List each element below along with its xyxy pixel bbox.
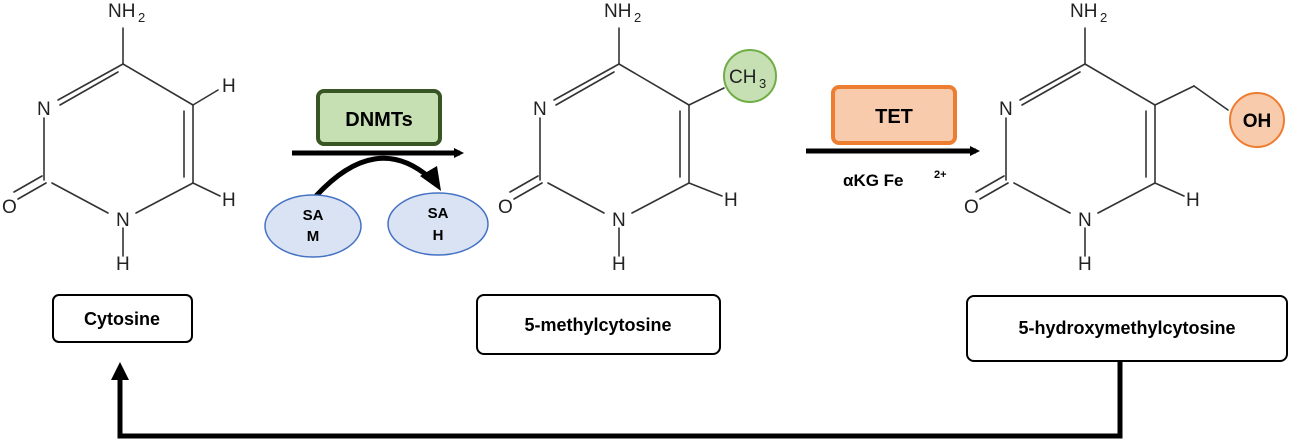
sam-ellipse <box>264 194 362 258</box>
ring-nh-nitrogen-label: N <box>1078 210 1092 231</box>
tet-enzyme-box <box>831 85 957 145</box>
methylcytosine-name: 5-methylcytosine <box>524 315 671 335</box>
cytosine-name: Cytosine <box>84 309 160 329</box>
ring-nh-nitrogen-label: N <box>612 210 626 231</box>
carbonyl-oxygen-label: O <box>964 197 979 218</box>
ring-nh-hydrogen-label: H <box>612 254 626 275</box>
return-arrowhead <box>111 362 129 380</box>
amine-label: NH <box>604 1 631 22</box>
ring-nh-hydrogen-label: H <box>1078 254 1092 275</box>
akg-fe-label: αKG Fe <box>843 171 904 190</box>
methyl-group: CH 3 <box>723 49 777 103</box>
ring-nh-nitrogen-label: N <box>116 210 130 231</box>
cytosine-name-box: Cytosine <box>52 294 193 343</box>
amine-subscript: 2 <box>634 10 641 25</box>
sah-label-line1: SA <box>428 205 449 222</box>
amine-label: NH <box>108 1 135 22</box>
amine-subscript: 2 <box>138 10 145 25</box>
amine-subscript: 2 <box>1100 10 1107 25</box>
demethylation-return-arrow <box>117 361 1123 439</box>
methylcytosine-structure: NH 2 N O N H H <box>498 1 738 275</box>
carbonyl-oxygen-label: O <box>2 197 17 218</box>
sah-label-line2: H <box>433 227 444 244</box>
hydroxyl-label: OH <box>1243 111 1272 132</box>
c6-hydrogen-label: H <box>222 76 236 97</box>
fe-charge-superscript: 2+ <box>934 169 947 181</box>
cofactor-curved-arrow <box>314 155 432 198</box>
hydroxymethylcytosine-structure: NH 2 N O N H H <box>964 1 1229 275</box>
carbonyl-oxygen-label: O <box>498 197 513 218</box>
methyl-subscript: 3 <box>759 76 766 91</box>
ring-nh-hydrogen-label: H <box>116 254 130 275</box>
c5-hydrogen-label: H <box>222 190 236 211</box>
ring-nitrogen-label: N <box>999 99 1013 120</box>
methyl-label: CH <box>729 67 756 88</box>
dnmts-label: DNMTs <box>345 109 412 131</box>
hydroxymethylcytosine-name-box: 5-hydroxymethylcytosine <box>966 295 1288 362</box>
c5-hydrogen-label: H <box>724 190 738 211</box>
sah-ellipse <box>387 192 489 256</box>
amine-label: NH <box>1070 1 1097 22</box>
sam-label-line1: SA <box>303 207 324 224</box>
c5-hydrogen-label: H <box>1186 190 1200 211</box>
cofactor-arrowhead <box>420 166 441 191</box>
methylcytosine-name-box: 5-methylcytosine <box>476 294 721 355</box>
ring-nitrogen-label: N <box>533 99 547 120</box>
sam-label-line2: M <box>307 228 320 245</box>
dnmts-reaction: DNMTs SA M SA H <box>264 89 489 258</box>
ring-nitrogen-label: N <box>37 99 51 120</box>
tet-label: TET <box>875 106 913 128</box>
dnmts-enzyme-box <box>316 89 442 146</box>
cytosine-structure: NH 2 N O N H H H <box>2 1 236 275</box>
hydroxyl-group: OH <box>1229 92 1285 148</box>
hydroxymethylcytosine-name: 5-hydroxymethylcytosine <box>1018 318 1235 338</box>
tet-reaction: TET αKG Fe 2+ <box>806 85 980 190</box>
